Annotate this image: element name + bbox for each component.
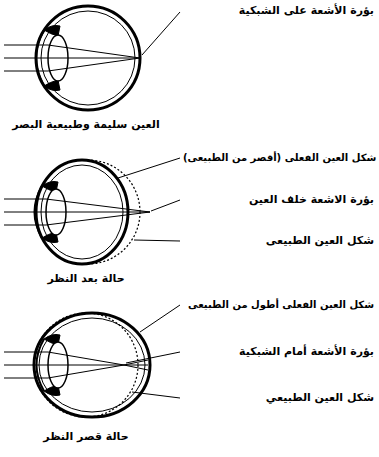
- focus-label: بؤرة الأشعة أمام الشبكية: [239, 345, 374, 359]
- myopic-eye: [4, 305, 180, 417]
- shape-label: شكل العين الطبيعى: [266, 234, 374, 248]
- shape-label: شكل العين الفعلى (أقصر من الطبيعى): [183, 151, 376, 165]
- focus-label: بؤرة الأشعة على الشبكية: [239, 4, 374, 18]
- caption: حالة قصر النظر: [43, 430, 128, 444]
- caption: العين سليمة وطبيعية البصر: [12, 118, 159, 132]
- focus-label: بؤرة الاشعة خلف العين: [249, 193, 374, 207]
- hyperopic-eye: [4, 158, 180, 264]
- shape-label: شكل العين الطبيعي: [266, 391, 374, 405]
- caption: حالة بعد النظر: [47, 272, 124, 286]
- shape-label: شكل العين الفعلى أطول من الطبيعى: [188, 298, 374, 312]
- normal-eye: [4, 6, 180, 110]
